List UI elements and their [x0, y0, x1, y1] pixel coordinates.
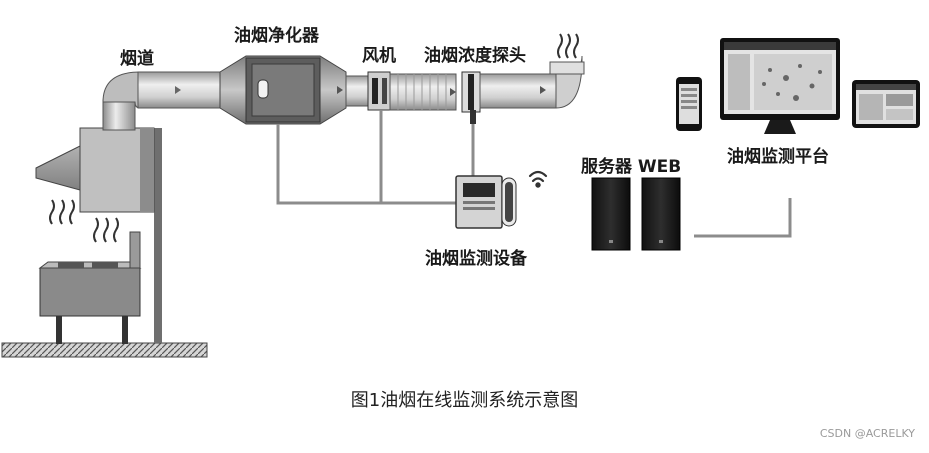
ground — [1, 342, 208, 358]
figure-caption: 图1油烟在线监测系统示意图 — [350, 390, 579, 411]
probe-label: 油烟浓度探头 — [424, 46, 526, 66]
server-left — [591, 177, 631, 251]
stove — [38, 231, 142, 344]
server-right — [641, 177, 681, 251]
outlet-duct — [479, 55, 585, 109]
duct-segment — [345, 75, 369, 107]
flex-duct — [389, 73, 457, 111]
steam-outlet-icon — [557, 33, 579, 59]
fan-label: 风机 — [362, 46, 396, 66]
flue-label: 烟道 — [120, 49, 154, 69]
server-label: 服务器 WEB — [581, 157, 682, 177]
platform-label: 油烟监测平台 — [727, 147, 829, 167]
tablet-icon — [852, 80, 920, 128]
wall-post — [154, 128, 162, 343]
phone-icon — [676, 77, 702, 131]
watermark: CSDN @ACRELKY — [819, 427, 915, 440]
flue-duct — [102, 71, 221, 131]
concentration-probe — [461, 71, 481, 124]
signal-wiring — [276, 110, 792, 238]
device-label: 油烟监测设备 — [425, 249, 527, 269]
monitor-icon — [720, 38, 840, 134]
range-hood — [35, 127, 155, 213]
oil-fume-purifier — [219, 55, 347, 125]
purifier-label: 油烟净化器 — [234, 26, 319, 46]
steam-stove-icon — [49, 199, 119, 243]
wifi-icon — [528, 170, 548, 188]
monitoring-device — [455, 175, 517, 229]
fan — [367, 71, 391, 111]
